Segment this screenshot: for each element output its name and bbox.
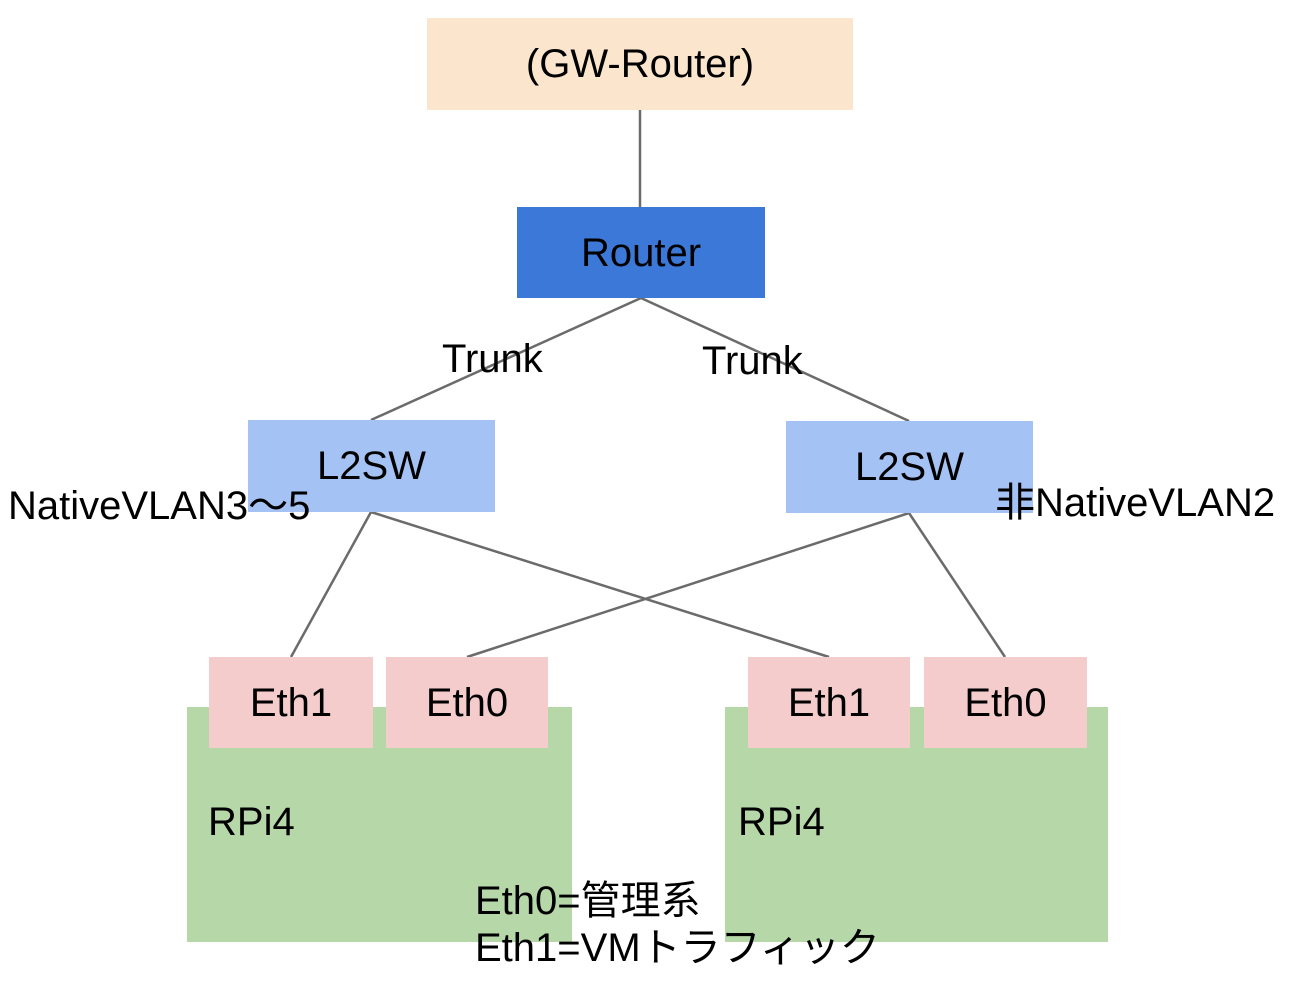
node-eth0-right-label: Eth0 [964,680,1047,725]
link-l2sw-left-to-eth1-right [370,510,830,659]
edge-label-trunk-left: Trunk [442,337,543,381]
node-l2sw-right-label: L2SW [855,445,964,489]
link-l2sw-left-to-eth1-left [289,511,373,658]
legend-text: Eth0=管理系 Eth1=VMトラフィック [475,878,880,972]
node-l2sw-left: L2SW [248,420,495,512]
node-gw-router: (GW-Router) [427,18,853,110]
node-eth0-left: Eth0 [386,657,548,748]
annotation-native-vlan-right: 非NativeVLAN2 [995,481,1276,525]
node-l2sw-left-label: L2SW [317,444,426,488]
edge-label-trunk-right: Trunk [702,339,803,383]
link-l2sw-right-to-eth0-right [907,512,1007,658]
node-gw-router-label: (GW-Router) [525,42,755,86]
node-eth1-left-label: Eth1 [249,680,333,725]
node-router: Router [517,207,765,298]
node-eth1-right-label: Eth1 [787,680,871,725]
link-l2sw-right-to-eth0-left [466,511,910,659]
legend-line-eth0: Eth0=管理系 [475,879,701,923]
node-eth0-right: Eth0 [924,657,1087,748]
node-rpi4-right-label: RPi4 [738,800,825,844]
node-rpi4-left-label: RPi4 [208,800,295,844]
node-eth1-right: Eth1 [748,657,910,748]
node-l2sw-right: L2SW [786,421,1033,513]
annotation-native-vlan-left: NativeVLAN3〜5 [8,484,311,528]
link-router-to-l2sw-right [640,296,910,423]
link-router-to-l2sw-left [370,296,642,422]
node-eth1-left: Eth1 [209,657,373,748]
legend-line-eth1: Eth1=VMトラフィック [475,926,880,971]
node-eth0-left-label: Eth0 [425,680,509,725]
node-router-label: Router [580,230,702,275]
